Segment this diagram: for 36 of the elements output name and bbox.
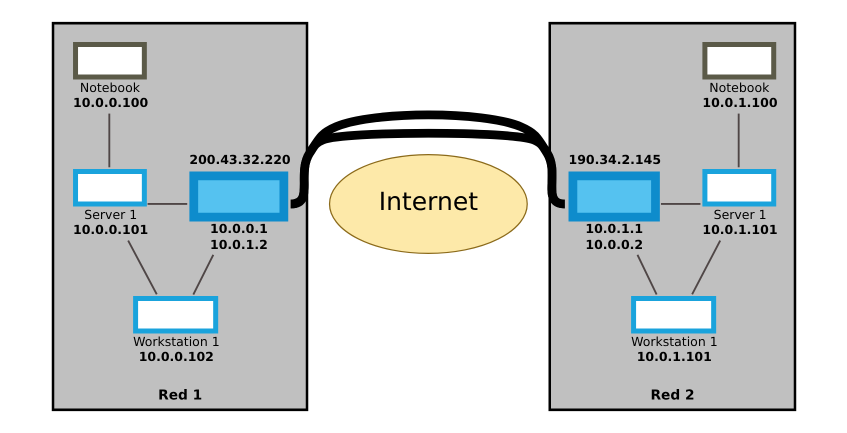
- node-label: 10.0.1.101: [636, 349, 712, 364]
- connector: [660, 203, 700, 205]
- node-box: [72, 42, 146, 80]
- connector: [737, 114, 740, 168]
- connector: [690, 240, 721, 295]
- node-label: 10.0.0.102: [138, 349, 214, 364]
- connector: [192, 254, 214, 295]
- node-box: [702, 168, 776, 206]
- node-label: 10.0.1.100: [702, 95, 778, 110]
- node-label: 10.0.0.100: [72, 95, 148, 110]
- node-label: 200.43.32.220: [188, 152, 290, 167]
- connector: [108, 114, 110, 168]
- node-box: [630, 296, 716, 334]
- node-box: [188, 171, 288, 222]
- connector: [290, 110, 565, 208]
- node-label: Server 1: [84, 207, 137, 222]
- node-label: 10.0.0.2: [584, 237, 643, 252]
- node-label: 10.0.0.1: [210, 220, 268, 236]
- node-label: Server 1: [713, 207, 766, 222]
- node-label: 10.0.0.101: [72, 222, 148, 238]
- node-box: [702, 42, 776, 80]
- connector: [147, 203, 187, 205]
- connector: [126, 240, 158, 295]
- node-label: Workstation 1: [132, 334, 220, 349]
- node-box: [72, 168, 146, 206]
- node-label: 10.0.1.101: [702, 222, 778, 238]
- node-label: 10.0.1.2: [210, 237, 268, 252]
- node-label: Workstation 1: [630, 334, 718, 349]
- node-label: 10.0.1.1: [584, 220, 643, 236]
- connector: [636, 254, 657, 295]
- node-box: [132, 296, 218, 334]
- node-ellipse: Internet: [328, 154, 528, 254]
- node-box: [568, 171, 660, 222]
- node-label: 190.34.2.145: [568, 152, 661, 167]
- node-label: Notebook: [708, 80, 769, 96]
- node-label: Notebook: [79, 80, 140, 96]
